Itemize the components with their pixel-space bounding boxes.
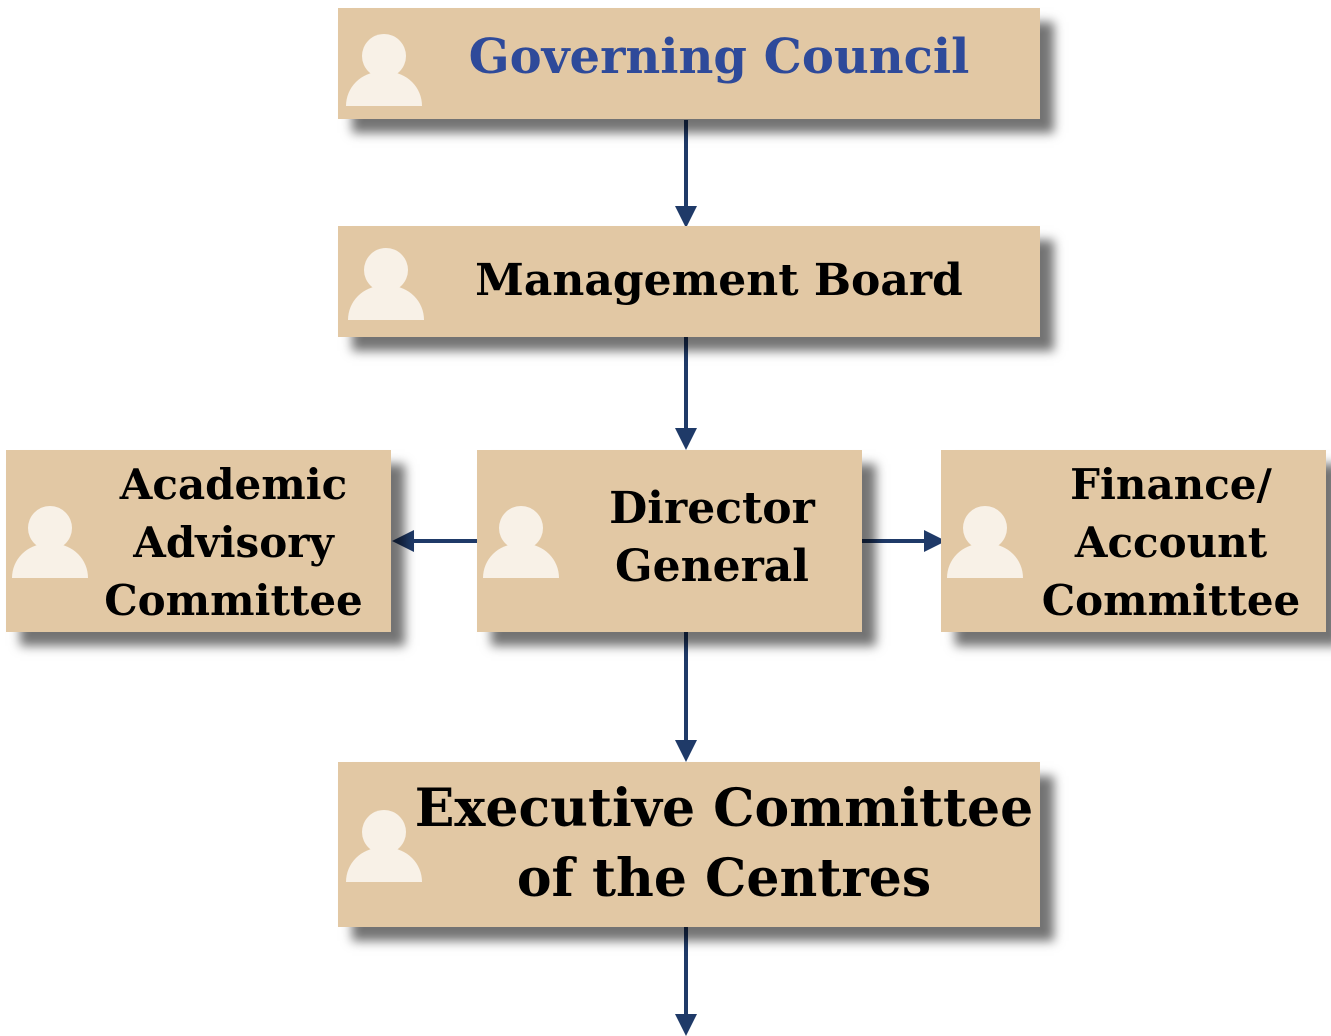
node-label-line: Management Board xyxy=(475,255,963,306)
node-director-general: Director General xyxy=(477,450,862,632)
node-label: Management Board xyxy=(428,254,1010,308)
node-label-line: Academic xyxy=(119,460,348,509)
person-icon xyxy=(947,506,1023,578)
node-label: Governing Council xyxy=(428,28,1010,87)
node-label: Finance/ Account Committee xyxy=(1016,456,1326,630)
arrowhead-executive-down xyxy=(675,1014,697,1036)
node-governing-council: Governing Council xyxy=(338,8,1040,119)
arrowhead-director-to-academic xyxy=(392,530,414,552)
node-finance-account-committee: Finance/ Account Committee xyxy=(941,450,1326,632)
person-icon xyxy=(483,506,559,578)
node-label-line: Finance/ xyxy=(1070,460,1272,509)
node-label: Academic Advisory Committee xyxy=(76,456,391,630)
node-label-line: Executive Committee xyxy=(414,778,1034,839)
node-label-line: General xyxy=(615,541,809,592)
node-label-line: Account xyxy=(1074,518,1268,567)
arrowhead-director-to-finance xyxy=(924,530,946,552)
node-executive-committee: Executive Committee of the Centres xyxy=(338,762,1040,927)
node-management-board: Management Board xyxy=(338,226,1040,337)
node-label-line: Director xyxy=(609,483,815,534)
arrowhead-board-to-director xyxy=(675,428,697,450)
person-icon xyxy=(346,34,422,106)
node-label-line: of the Centres xyxy=(516,848,932,909)
node-label-line: Governing Council xyxy=(468,29,970,85)
node-academic-advisory-committee: Academic Advisory Committee xyxy=(6,450,391,632)
person-icon xyxy=(12,506,88,578)
node-label: Executive Committee of the Centres xyxy=(408,774,1040,914)
person-icon xyxy=(348,248,424,320)
node-label-line: Committee xyxy=(104,576,363,625)
node-label-line: Advisory xyxy=(133,518,334,567)
person-icon xyxy=(346,810,422,882)
arrowhead-council-to-board xyxy=(675,206,697,228)
arrowhead-director-to-executive xyxy=(675,740,697,762)
node-label: Director General xyxy=(562,480,862,596)
node-label-line: Committee xyxy=(1041,576,1301,625)
